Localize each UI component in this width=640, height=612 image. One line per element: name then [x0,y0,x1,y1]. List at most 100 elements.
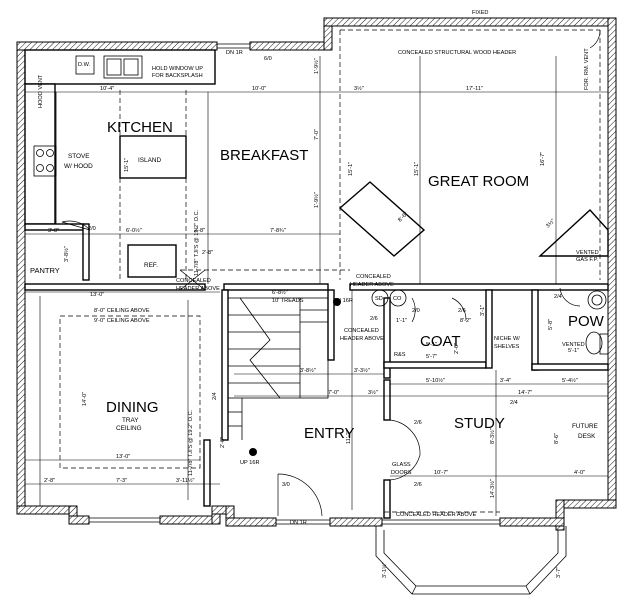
label-stove-2: W/ HOOD [64,163,93,170]
interior-walls [24,49,609,519]
room-label-breakfast: BREAKFAST [220,147,308,164]
door-swings [61,29,601,517]
dim-label: 3'-1½" [381,562,388,578]
dim-label: 1'-1" [396,318,407,324]
label-tray-2: CEILING [116,425,142,432]
label-ref: REF. [144,262,158,269]
dim-label: 15'-1" [414,162,420,176]
label-island-dim: 15'-1" [124,158,130,172]
dim-label: 3'-4" [500,378,511,384]
dim-label: 6'-0½" [126,227,142,234]
room-label-pow: POW [568,313,605,330]
note-dn-16r: DN 16R [333,298,353,304]
dim-label: 2'-6" [454,343,460,354]
note-tjis-kitchen: 11-7/8" TJI'S @ 19.2" O.C. [194,209,200,276]
dim-label: 2/0 [88,226,96,232]
label-rs: R&S [394,352,406,358]
dim-label: 3'-1" [480,305,486,316]
note-ceiling-9: 9'-0" CEILING ABOVE [94,318,150,324]
windows [89,43,500,525]
dim-label: 5'-8" [548,319,554,330]
label-niche-1: NICHE W/ [494,336,520,342]
dim-label: 5'-7" [426,354,437,360]
dim-label: 14'-0" [82,392,88,406]
kitchen-fixtures [33,55,143,224]
label-sd: SD [375,296,383,302]
dim-label: 4'-0" [574,470,585,476]
label-hold-window-2: FOR BACKSPLASH [152,73,203,79]
dimension-lines [25,56,608,516]
dimension-labels: 6/0 10'-4" 10'-0" 3½" 17'-11" 1'-9½" 7'-… [44,56,585,578]
note-tjis-dining: 11-7/8" TJI'S @ 19.2" O.C. [188,409,194,476]
dim-label: 10'-0" [252,86,266,92]
dim-label: 2/6 [458,308,466,314]
dim-label: 8'-2" [460,318,471,324]
note-dn-1r-top: DN 1R [226,50,243,56]
dim-label: 3'-8½" [63,246,70,262]
dim-label: 3/0 [282,482,290,488]
dim-label: 3½" [544,218,556,230]
dim-label: 2'-6" [220,437,226,448]
dim-label: 5'-10½" [426,377,445,384]
bay-window [375,526,567,595]
powder-room-fixtures [585,290,609,355]
dim-label: 17'-11" [466,86,483,92]
dim-label: 8'-6" [554,433,560,444]
note-concealed-structural: CONCEALED STRUCTURAL WOOD HEADER [398,50,516,56]
label-tray-1: TRAY [122,417,139,424]
dim-label: 14'-7" [518,390,532,396]
room-label-kitchen: KITCHEN [107,119,173,136]
room-label-pantry: PANTRY [30,266,60,275]
dim-label: 10'-7" [434,470,448,476]
dim-label: 16'-7" [540,152,546,166]
dim-label: 2'-8" [194,228,205,234]
dim-label: 2/6 [414,420,422,426]
room-label-great-room: GREAT ROOM [428,173,529,190]
note-up-16r: UP 16R [240,460,260,466]
stairs [227,297,341,456]
room-label-dining: DINING [106,399,159,416]
note-concealed-bottom: CONCEALED HEADER ABOVE [396,512,476,518]
room-label-entry: ENTRY [304,425,355,442]
dim-label: 2'-8" [202,250,213,256]
label-stove-1: STOVE [68,153,90,160]
dim-label: 1'-9½" [313,192,320,208]
note-for-rm-vent: FOR. RM. VENT [584,48,590,90]
dim-label: 3'-8" [48,228,59,234]
dim-label: 13'-0" [116,454,130,460]
label-co: CO [393,296,402,302]
dim-label: 3'-8½" [300,367,316,374]
dim-label: 5'-1" [568,348,579,354]
note-concealed-coat-1: CONCEALED [344,328,379,334]
dim-label: 2/6 [414,482,422,488]
label-dw: D.W. [78,62,91,68]
dim-label: 5'-4½" [562,377,578,384]
dim-label: 8'-3½" [489,428,496,444]
note-dn-1r-bottom: DN 1R [290,520,307,526]
dim-label: 3'-11½" [176,477,195,484]
label-glass-1: GLASS [392,462,411,468]
label-hood-vent: HOOD VENT [38,74,44,108]
dim-label: 10'-4" [100,86,114,92]
dim-label: 5'-1" [426,342,437,348]
note-concealed-2: HEADER ABOVE [350,282,394,288]
dim-label: 7'-0" [328,390,339,396]
dashed-lines [59,29,601,513]
dim-label: 3½" [368,389,378,396]
dim-label: 3½" [354,85,364,92]
note-concealed-left-1: CONCEALED [176,278,211,284]
label-vented-pow: VENTED [562,342,585,348]
note-fixed: FIXED [472,10,488,16]
dim-label: 11'-2" [346,430,352,444]
note-ceiling-8: 8'-0" CEILING ABOVE [94,308,150,314]
dim-label: 2/0 [412,308,420,314]
label-vented-gas-1: VENTED [576,250,599,256]
label-niche-2: SHELVES [494,344,520,350]
dim-label: 2/6 [370,316,378,322]
label-future-desk-2: DESK [578,433,596,440]
dim-label: 1'-9½" [313,58,320,74]
dim-label: 7'-0" [314,129,320,140]
label-island: ISLAND [138,157,161,164]
dim-label: 6/0 [264,56,272,62]
